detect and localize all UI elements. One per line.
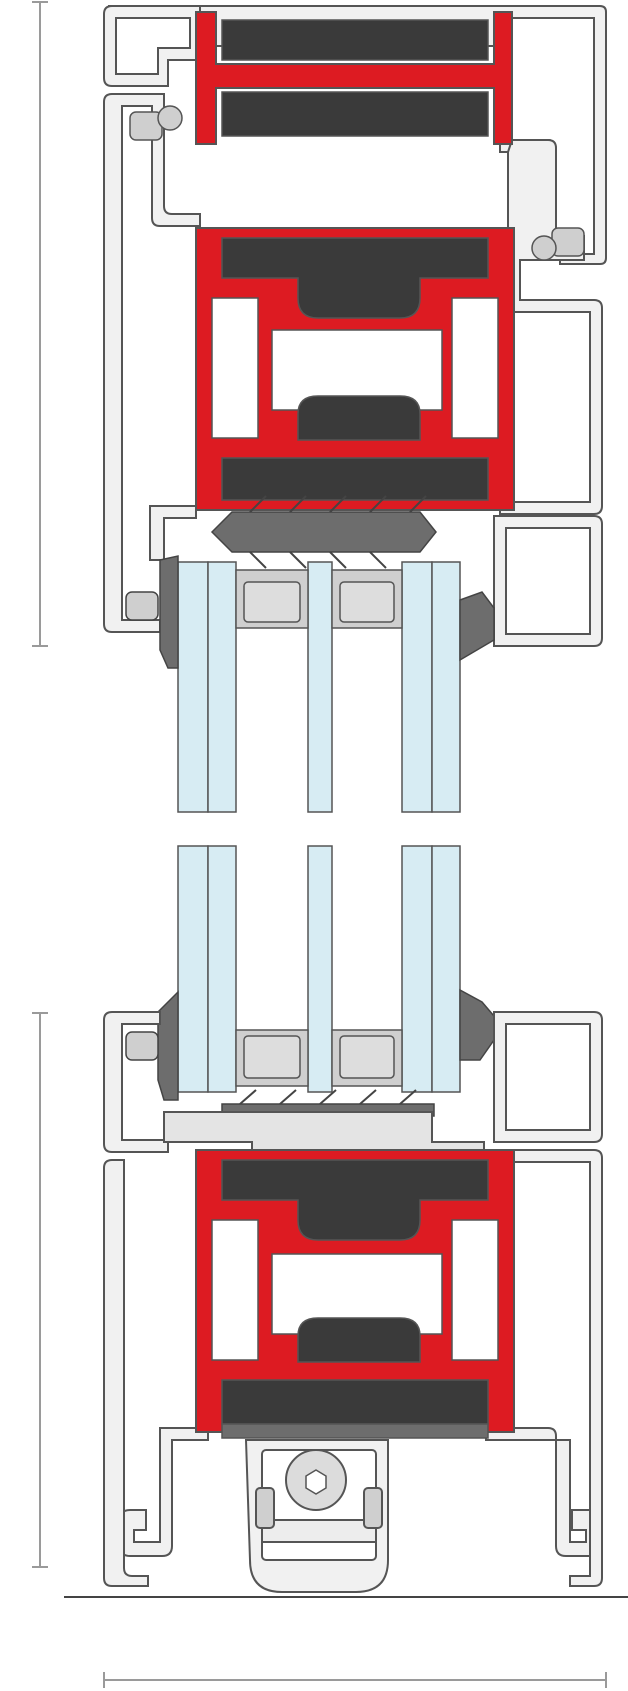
bottom-glazing-unit xyxy=(177,845,461,1093)
top-glazing-unit xyxy=(177,561,461,813)
top-fin-gasket xyxy=(210,495,437,569)
bottom-outer-frame xyxy=(103,1011,603,1587)
top-left-clip xyxy=(129,105,183,141)
top-right-glazing-gasket xyxy=(459,591,495,662)
top-steel-ibeam xyxy=(195,11,513,145)
top-right-clip xyxy=(531,227,585,261)
top-sash-profile xyxy=(149,227,515,561)
dimension-width-85 xyxy=(103,1672,607,1688)
bottom-drop-seal xyxy=(244,1439,389,1593)
dimension-bottom-94 xyxy=(32,1012,48,1568)
bottom-sash-profile xyxy=(195,1149,515,1439)
bottom-left-glazing-gasket xyxy=(125,990,179,1101)
bottom-right-glazing-gasket xyxy=(459,988,495,1061)
dimension-top-109 xyxy=(32,1,48,647)
top-left-glazing-gasket xyxy=(125,555,179,669)
